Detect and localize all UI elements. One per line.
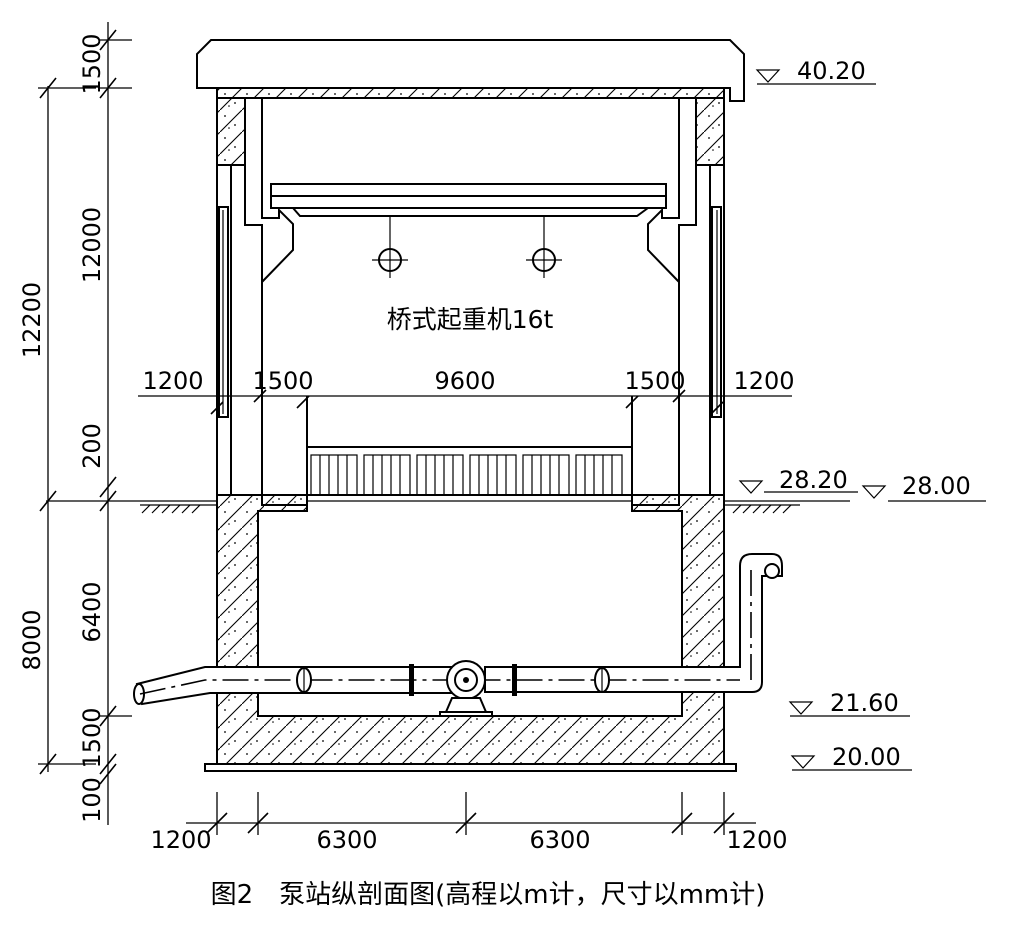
elevation-triangle-icon	[861, 485, 887, 499]
figure-caption: 图2 泵站纵剖面图(高程以m计，尺寸以mm计)	[211, 880, 766, 910]
crane-hook-icon	[372, 216, 408, 278]
level-40-20: 40.20	[797, 57, 866, 85]
top-dimension-line: 1200 1500 9600 1500 1200	[138, 367, 795, 415]
flange	[409, 664, 517, 696]
elevation-marker-40-20: 40.20	[755, 57, 876, 85]
ground-hatch-icon	[141, 504, 792, 514]
floor-slab	[216, 494, 725, 506]
discharge-pipe	[484, 553, 783, 693]
left-inner-dim-1: 1500	[78, 33, 106, 94]
crane-columns	[244, 98, 697, 495]
elevation-marker-20-00: 20.00	[790, 743, 912, 771]
left-inner-dim-4: 6400	[78, 581, 106, 642]
substructure	[204, 494, 737, 772]
elevation-triangle-icon	[790, 755, 816, 769]
upper-right-wall	[695, 97, 725, 496]
elevation-triangle-icon	[755, 69, 781, 83]
valve-icon	[296, 667, 312, 693]
top-dim-4: 1500	[624, 367, 685, 395]
top-dim-5: 1200	[733, 367, 794, 395]
left-inner-dim-2: 12000	[78, 207, 106, 283]
left-outer-dim-2: 8000	[18, 609, 46, 670]
top-dim-1: 1200	[142, 367, 203, 395]
pump-icon	[439, 660, 493, 717]
elevation-triangle-icon	[788, 701, 814, 715]
left-inner-dim-3: 200	[78, 423, 106, 469]
level-28-20: 28.20	[779, 466, 848, 494]
bottom-dimension-line: 1200 6300 6300 1200	[150, 792, 788, 854]
top-dim-3: 9600	[434, 367, 495, 395]
left-outer-dimensions: 12200 8000	[18, 77, 96, 775]
level-28-00: 28.00	[902, 472, 971, 500]
crane-girder	[270, 183, 667, 217]
bottom-dim-3: 6300	[529, 826, 590, 854]
level-21-60: 21.60	[830, 689, 899, 717]
left-outer-dim-1: 12200	[18, 282, 46, 358]
bottom-dim-4: 1200	[726, 826, 787, 854]
ground-line	[46, 500, 850, 506]
left-inner-dimensions: 1500 12000 200 6400 1500 100	[78, 22, 132, 825]
valve-icon	[594, 667, 610, 693]
pipe-centerline	[139, 566, 752, 695]
bottom-dim-1: 1200	[150, 826, 211, 854]
upper-left-wall	[216, 97, 246, 496]
top-dim-2: 1500	[252, 367, 313, 395]
elevation-marker-28-00: 28.00	[861, 472, 986, 502]
crane-label: 桥式起重机16t	[387, 305, 554, 334]
elevation-marker-21-60: 21.60	[788, 689, 910, 717]
left-inner-dim-5: 1500	[78, 707, 106, 768]
floor-grating	[306, 446, 633, 496]
bottom-dim-2: 6300	[316, 826, 377, 854]
elevation-marker-28-20: 28.20	[738, 466, 858, 494]
roof	[196, 39, 745, 102]
level-20-00: 20.00	[832, 743, 901, 771]
left-inner-dim-6: 100	[78, 777, 106, 823]
elevation-triangle-icon	[738, 480, 764, 494]
crane-hook-icon	[526, 216, 562, 278]
